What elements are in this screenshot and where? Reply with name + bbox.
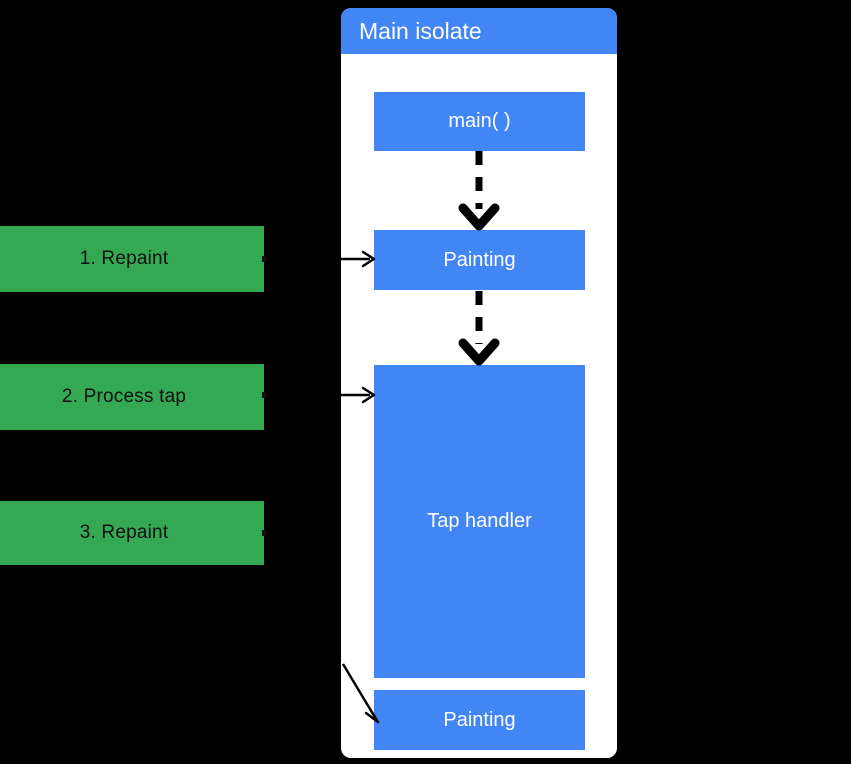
step-chip-label: 3. Repaint [79,522,169,543]
main-isolate-header: Main isolate [341,8,617,54]
step-chip-process-tap: 2. Process tap [0,364,264,430]
stack-box-label: Painting [443,708,516,731]
stack-box-painting-first: Painting [374,230,585,290]
stack-box-label: main( ) [448,110,511,132]
step-chip-label: 2. Process tap [61,386,187,407]
stack-box-label: Tap handler [427,510,532,532]
main-isolate-title: Main isolate [359,17,482,44]
step-chip-repaint-3: 3. Repaint [0,501,264,565]
stack-box-main: main( ) [374,92,585,151]
stack-box-painting-second: Painting [374,690,585,750]
step-chip-repaint-1: 1. Repaint [0,226,264,292]
stack-box-tap-handler: Tap handler [374,365,585,678]
step-chip-label: 1. Repaint [79,248,169,269]
stack-box-label: Painting [443,248,516,271]
